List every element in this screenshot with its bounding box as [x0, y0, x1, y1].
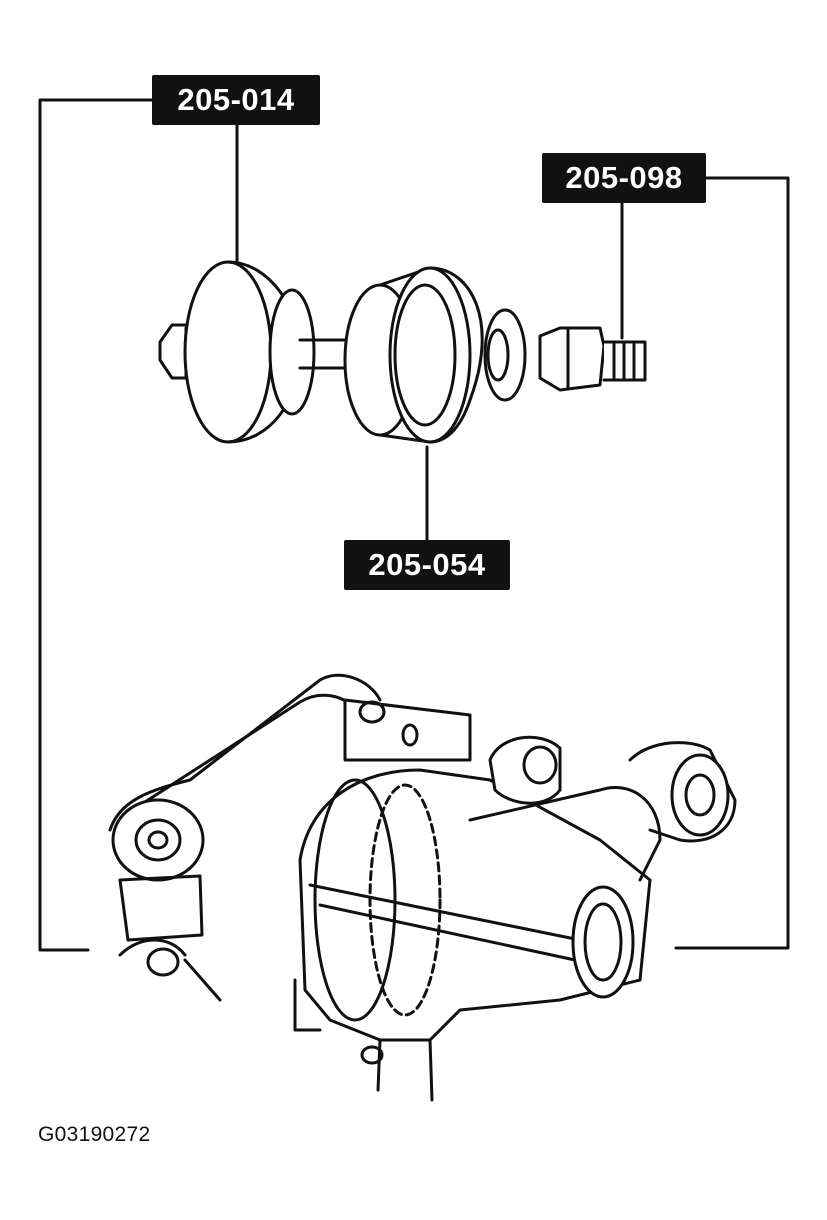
figure-id: G03190272 — [38, 1123, 151, 1146]
part-label-205-054: 205-054 — [344, 540, 510, 590]
part-label-205-014: 205-014 — [152, 75, 320, 125]
leader-lines — [38, 98, 790, 952]
leader-line-left — [38, 98, 154, 952]
leader-line-right — [674, 176, 790, 950]
part-label-205-098: 205-098 — [542, 153, 706, 203]
bushing-remover-installer-tool-icon — [158, 260, 647, 444]
rear-differential-housing-icon — [108, 673, 737, 1102]
